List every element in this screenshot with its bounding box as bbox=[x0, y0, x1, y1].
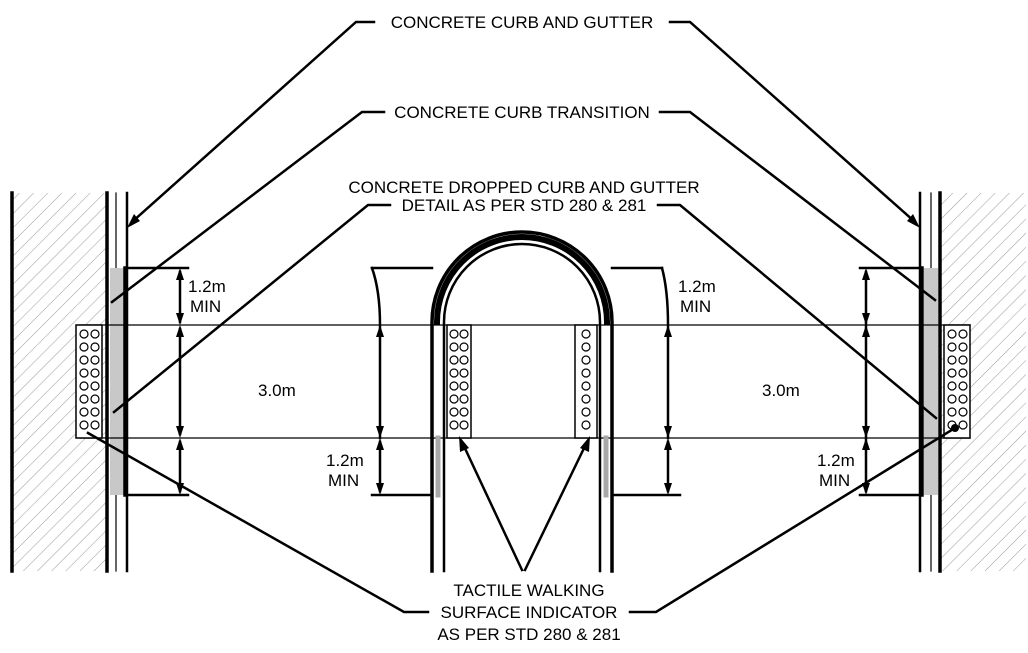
dim-left-3-0 bbox=[176, 325, 184, 438]
label-curb-gutter: CONCRETE CURB AND GUTTER bbox=[391, 13, 654, 32]
dim-label-right-bottom-min: MIN bbox=[819, 471, 850, 490]
tactile-pad-left bbox=[75, 324, 103, 439]
median-nose-fill bbox=[434, 234, 610, 325]
label-tactile-line1: TACTILE WALKING bbox=[453, 581, 604, 600]
leader-curb-gutter bbox=[127, 20, 920, 228]
tactile-pad-median-left bbox=[446, 324, 472, 439]
label-dropped-curb-line1: CONCRETE DROPPED CURB AND GUTTER bbox=[348, 178, 699, 197]
dim-label-median-right-min: MIN bbox=[680, 297, 711, 316]
dim-label-median-left-min: MIN bbox=[328, 471, 359, 490]
dim-label-right-width: 3.0m bbox=[762, 381, 800, 400]
leader-tactile bbox=[86, 424, 959, 614]
tactile-pad-right bbox=[943, 324, 971, 439]
tactile-pad-median-right bbox=[574, 324, 598, 439]
right-dropped-curb-strip bbox=[924, 268, 938, 495]
label-dropped-curb-line2: DETAIL AS PER STD 280 & 281 bbox=[402, 196, 647, 215]
dim-label-left-width: 3.0m bbox=[258, 381, 296, 400]
leader-dropped-curb bbox=[112, 203, 938, 420]
dim-right-3-0 bbox=[862, 268, 870, 495]
median-nose-outer bbox=[430, 230, 614, 573]
dim-label-left-top-min: MIN bbox=[190, 297, 221, 316]
dim-label-right-bottom-value: 1.2m bbox=[817, 451, 855, 470]
dim-label-median-right-value: 1.2m bbox=[678, 277, 716, 296]
dim-label-left-top-value: 1.2m bbox=[188, 277, 226, 296]
label-curb-transition: CONCRETE CURB TRANSITION bbox=[394, 103, 650, 122]
dim-median-left-curve bbox=[370, 266, 384, 495]
label-tactile-line3: AS PER STD 280 & 281 bbox=[437, 625, 620, 644]
dim-median-right-curve bbox=[660, 266, 672, 495]
dim-left-1-2-top bbox=[176, 268, 184, 325]
label-tactile-line2: SURFACE INDICATOR bbox=[441, 603, 618, 622]
leader-curb-transition bbox=[110, 110, 937, 304]
dim-label-median-left-value: 1.2m bbox=[326, 451, 364, 470]
median-nose-inner bbox=[442, 242, 602, 573]
